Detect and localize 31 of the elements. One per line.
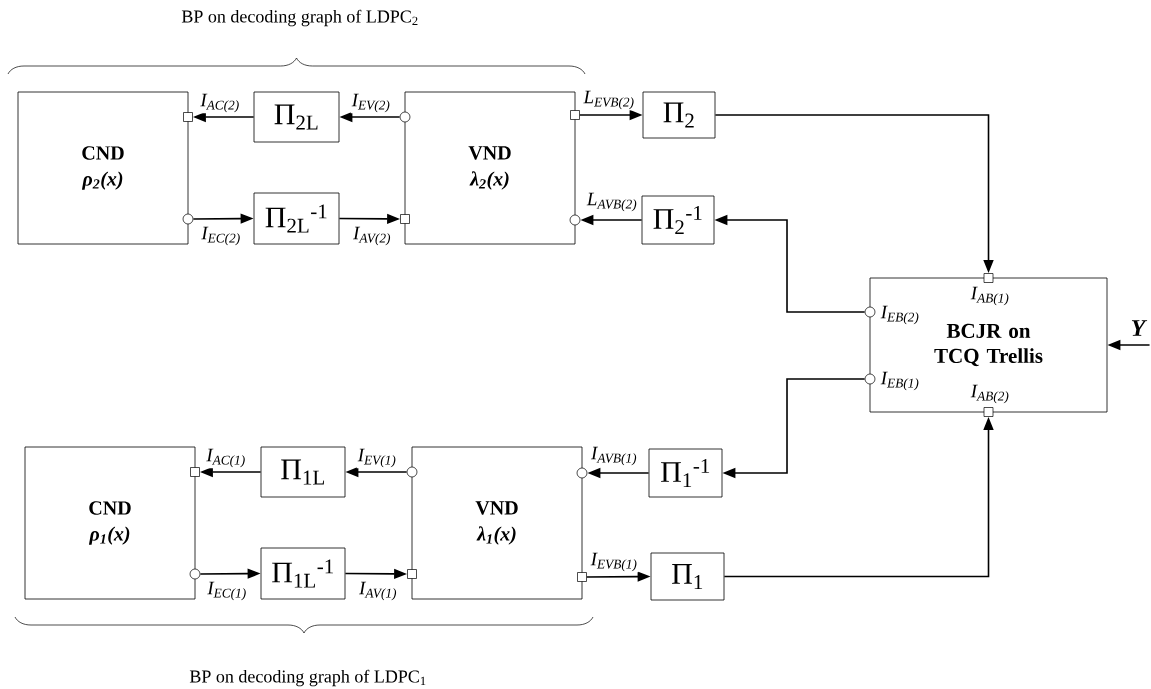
edge-label: L$_{AVB(2)}$: [585, 191, 639, 213]
edge-label: I$_{EVB(1)}$: [589, 551, 639, 573]
interleaver-box: Π$_{1}$: [650, 552, 725, 601]
decoder-box: CND ρ$_{2}$(x): [17, 91, 189, 245]
edge-label: I$_{AVB(1)}$: [590, 445, 639, 467]
edge-label: I$_{EV(2)}$: [350, 92, 392, 114]
edge-label: I$_{AB(1)}$: [969, 285, 1011, 307]
interleaver-box: Π$_{1L}$-1: [260, 547, 346, 600]
interleaver-box: Π$_{2}$-1: [641, 195, 715, 245]
edge-label: I$_{AV(2)}$: [352, 225, 392, 247]
decoder-box: VND λ$_{1}$(x): [411, 446, 583, 600]
interleaver-box: Π$_{2}$: [642, 91, 716, 139]
edge-label: I$_{EB(2)}$: [879, 304, 921, 326]
interleaver-box: Π$_{2L}$-1: [253, 192, 340, 245]
edge-label: I$_{AB(2)}$: [969, 383, 1011, 405]
edge-label: I$_{AC(2)}$: [199, 92, 241, 114]
edge-label: L$_{EVB(2)}$: [582, 89, 636, 111]
interleaver-box: Π$_{2L}$: [253, 91, 340, 143]
decoder-box: CND ρ$_{1}$(x): [24, 446, 196, 600]
edge-label: I$_{EC(2)}$: [200, 225, 242, 247]
caption: BP on decoding graph of LDPC$_{2}$: [181, 9, 418, 27]
caption: BP on decoding graph of LDPC$_{1}$: [189, 669, 426, 687]
edge-label: I$_{AC(1)}$: [205, 447, 247, 469]
edge-label: I$_{EV(1)}$: [356, 447, 398, 469]
edge-label: I$_{EB(1)}$: [879, 370, 921, 392]
edge-label: I$_{AV(1)}$: [358, 580, 398, 602]
interleaver-box: Π$_{1L}$: [260, 446, 346, 498]
interleaver-box: Π$_{1}$-1: [648, 448, 723, 498]
edge-label: I$_{EC(1)}$: [206, 580, 248, 602]
decoder-box: VND λ$_{2}$(x): [404, 91, 576, 245]
input-label: Y: [1131, 320, 1148, 336]
